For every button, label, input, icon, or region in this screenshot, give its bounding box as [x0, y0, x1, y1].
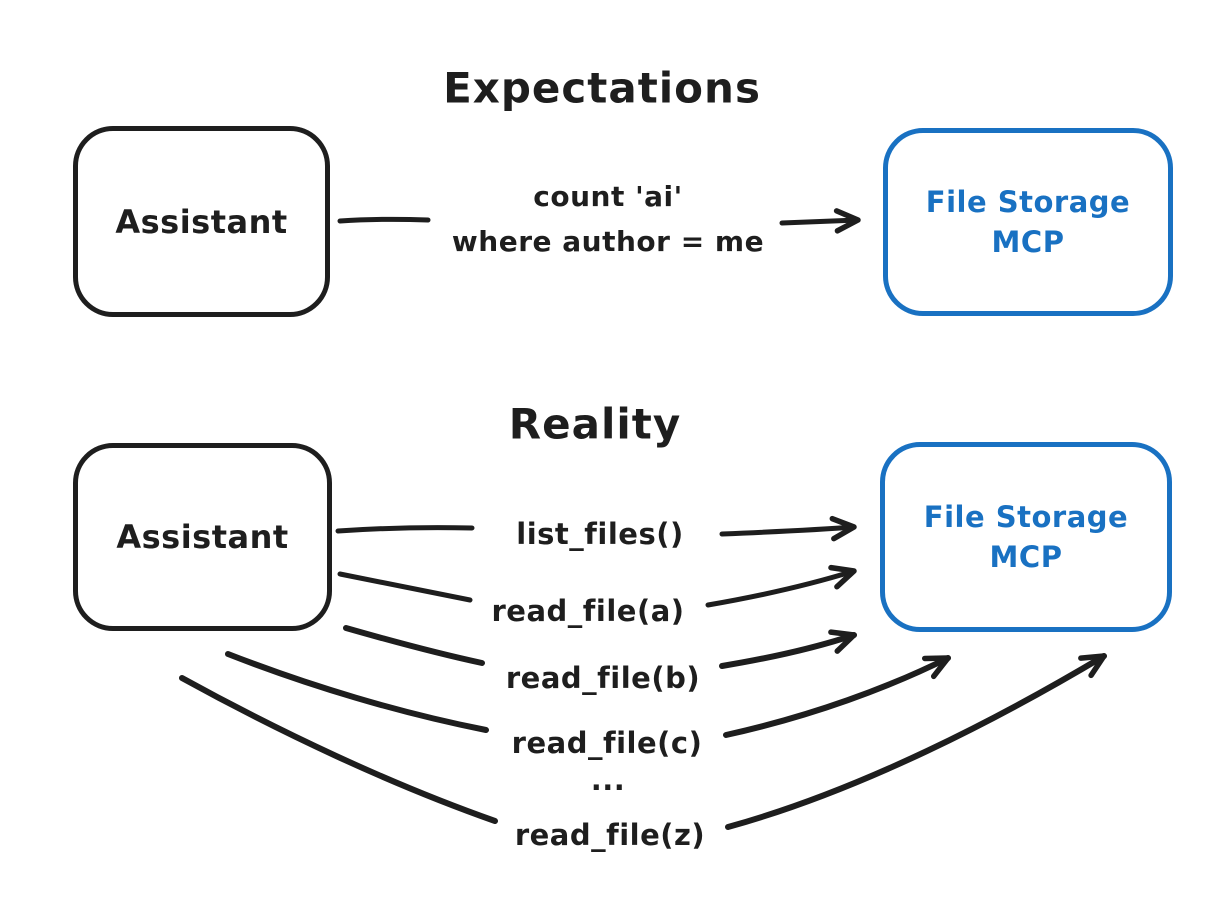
- reality-mcp-node: File Storage MCP: [880, 442, 1172, 632]
- expectations-request-line2: where author = me: [451, 225, 765, 258]
- reality-arrow-read-c-left: [225, 651, 489, 733]
- reality-arrow-read-a-left: [337, 571, 473, 603]
- expectations-assistant-node: Assistant: [73, 126, 330, 317]
- expectations-assistant-label: Assistant: [115, 202, 288, 241]
- reality-title: Reality: [508, 399, 682, 449]
- expectations-mcp-label-line1: File Storage: [925, 185, 1131, 219]
- call-label-read-file-c: read_file(c): [511, 726, 703, 760]
- reality-arrow-read-z-left: [179, 675, 498, 824]
- reality-arrow-list-files-right: [719, 515, 857, 542]
- reality-mcp-label-line1: File Storage: [923, 500, 1129, 534]
- ellipsis-label: ...: [590, 763, 626, 797]
- reality-arrow-read-z-right: [725, 653, 1107, 830]
- call-label-list-files: list_files(): [516, 517, 684, 551]
- reality-assistant-label: Assistant: [116, 518, 289, 556]
- expectations-mcp-label-line2: MCP: [991, 225, 1065, 259]
- expectations-mcp-node: File Storage MCP: [883, 128, 1173, 316]
- expectations-request-line1: count 'ai': [533, 180, 683, 213]
- reality-arrow-read-a-right: [705, 564, 857, 608]
- expectations-request-arrow: [779, 208, 861, 234]
- reality-mcp-label-line2: MCP: [989, 540, 1063, 574]
- expectations-request-label: count 'ai' where author = me: [452, 174, 764, 264]
- reality-arrow-read-b-right: [719, 629, 857, 669]
- call-label-read-file-a: read_file(a): [491, 594, 685, 628]
- reality-arrow-read-c-right: [723, 655, 951, 738]
- call-label-read-file-b: read_file(b): [505, 661, 701, 695]
- expectations-title: Expectations: [443, 63, 761, 113]
- expectations-request-line-left: [337, 216, 431, 224]
- reality-arrow-list-files-left: [335, 525, 475, 534]
- call-label-read-file-z: read_file(z): [514, 818, 706, 852]
- reality-arrow-read-b-left: [343, 625, 485, 666]
- reality-assistant-node: Assistant: [73, 443, 332, 631]
